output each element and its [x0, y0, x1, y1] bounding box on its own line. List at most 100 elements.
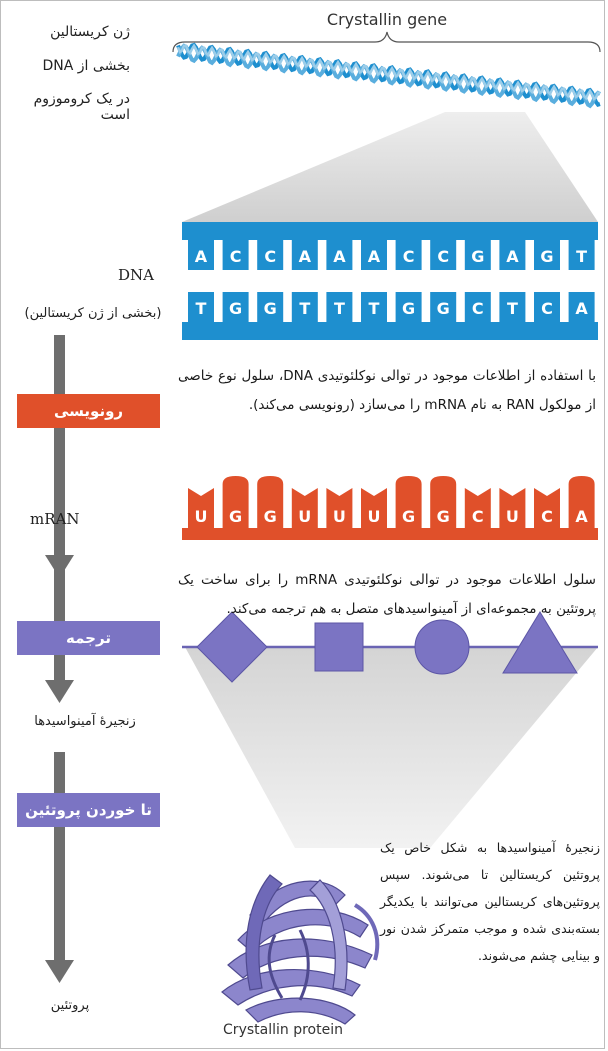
protein-label: پروتئین — [50, 998, 90, 1013]
mrna-letter: G — [264, 507, 277, 526]
dna-bottom-base — [222, 292, 249, 322]
translation-text: سلول اطلاعات موجود در توالی نوکلئوتیدی m… — [178, 572, 596, 617]
mrna-letter: U — [333, 507, 346, 526]
dna-top-base — [257, 240, 284, 270]
transcription-text: با استفاده از اطلاعات موجود در توالی نوک… — [178, 368, 596, 413]
gene-label: Crystallin gene — [326, 10, 448, 29]
dna-bottom-base — [291, 292, 318, 322]
dna-top-letter: G — [540, 247, 553, 266]
dna-top-base — [430, 240, 457, 270]
dna-bottom-letter: T — [299, 299, 310, 318]
mrna-base — [395, 476, 422, 528]
step-folding-label: تا خوردن پروتئین — [25, 801, 152, 819]
mrna-base — [534, 488, 560, 528]
mrna-letter: U — [506, 507, 519, 526]
dna-sub-label: (بخشی از ژن کریستالین) — [24, 306, 162, 321]
dna-top-letter: G — [471, 247, 484, 266]
mrna-base — [326, 488, 353, 528]
dna-label: DNA — [118, 266, 154, 284]
dna-top-base — [326, 240, 353, 270]
dna-bottom-base — [188, 292, 214, 322]
dna-bottom-letter: T — [507, 299, 518, 318]
amino-circle — [414, 619, 470, 675]
dna-bottom-base — [326, 292, 353, 322]
dna-bottom-base — [430, 292, 457, 322]
protein-caption: Crystallin protein — [223, 1022, 343, 1038]
dna-bottom-letter: A — [575, 299, 588, 318]
dna-bottom-letter: T — [369, 299, 380, 318]
dna-top-letter: A — [333, 247, 346, 266]
dna-top-base — [188, 240, 214, 270]
dna-top-base — [568, 240, 595, 270]
gene-brace — [172, 31, 601, 53]
dna-top-base — [534, 240, 560, 270]
mrna-letter: U — [368, 507, 381, 526]
zoom-funnel-dna — [182, 112, 598, 222]
mrna-base — [464, 488, 491, 528]
mrna-letter: G — [437, 507, 450, 526]
dna-bottom-letter: G — [229, 299, 242, 318]
mrna-backbone — [182, 528, 598, 540]
chromosome-dna-helix — [176, 42, 601, 109]
amino-diamond — [196, 611, 268, 683]
dna-top-letter: C — [230, 247, 242, 266]
dna-top-letter: A — [368, 247, 381, 266]
mrna-base — [361, 488, 387, 528]
dna-top-letter: C — [437, 247, 449, 266]
step-translation: ترجمه — [17, 621, 160, 655]
dna-top-base — [361, 240, 387, 270]
mrna-base — [568, 476, 595, 528]
dna-top-letter: A — [195, 247, 208, 266]
dna-bottom-base — [534, 292, 560, 322]
dna-top-base — [499, 240, 526, 270]
mrna-base — [291, 488, 318, 528]
mrna-letter: G — [402, 507, 415, 526]
mrna-base — [222, 476, 249, 528]
folding-text: زنجیرهٔ آمینواسیدها به شکل خاص یک پروتئی… — [380, 840, 600, 963]
dna-bottom-letter: T — [196, 299, 207, 318]
dna-bottom-letter: C — [541, 299, 553, 318]
dna-top-letter: C — [264, 247, 276, 266]
dna-top-letter: A — [299, 247, 312, 266]
dna-bottom-base — [257, 292, 284, 322]
dna-bottom-letter: G — [402, 299, 415, 318]
gene-caption-line-2: بخشی از DNA — [42, 58, 131, 74]
step-transcription-label: رونویسی — [53, 402, 124, 420]
mrna-base — [499, 488, 526, 528]
mrna-label: mRAN — [30, 510, 80, 528]
mrna-letter: U — [298, 507, 311, 526]
mrna-letter: A — [575, 507, 588, 526]
mrna-letter: C — [472, 507, 484, 526]
dna-backbone-top — [182, 222, 598, 240]
mrna-letter: C — [541, 507, 553, 526]
amino-square — [314, 622, 364, 672]
dna-top-base — [222, 240, 249, 270]
amino-acid-chain — [182, 611, 598, 683]
amino-chain-label: زنجیرهٔ آمینواسیدها — [34, 714, 136, 729]
dna-top-base — [464, 240, 491, 270]
step-folding: تا خوردن پروتئین — [17, 793, 160, 827]
flow-arrows — [45, 335, 74, 983]
dna-bottom-base — [395, 292, 422, 322]
step-transcription: رونویسی — [17, 394, 160, 428]
dna-top-base — [395, 240, 422, 270]
dna-bottom-base — [361, 292, 387, 322]
dna-bottom-letter: C — [472, 299, 484, 318]
crystallin-protein-ribbon — [221, 874, 380, 1025]
dna-bottom-base — [568, 292, 595, 322]
dna-bottom-letter: T — [334, 299, 345, 318]
dna-backbone-bottom — [182, 322, 598, 340]
dna-bottom-letter: G — [437, 299, 450, 318]
mrna-base — [430, 476, 457, 528]
gene-caption-line-3: در یک کروموزوم است — [33, 91, 130, 123]
dna-top-letter: T — [576, 247, 587, 266]
step-translation-label: ترجمه — [66, 629, 111, 647]
mrna-letter: U — [195, 507, 208, 526]
dna-top-letter: C — [403, 247, 415, 266]
dna-bottom-base — [499, 292, 526, 322]
